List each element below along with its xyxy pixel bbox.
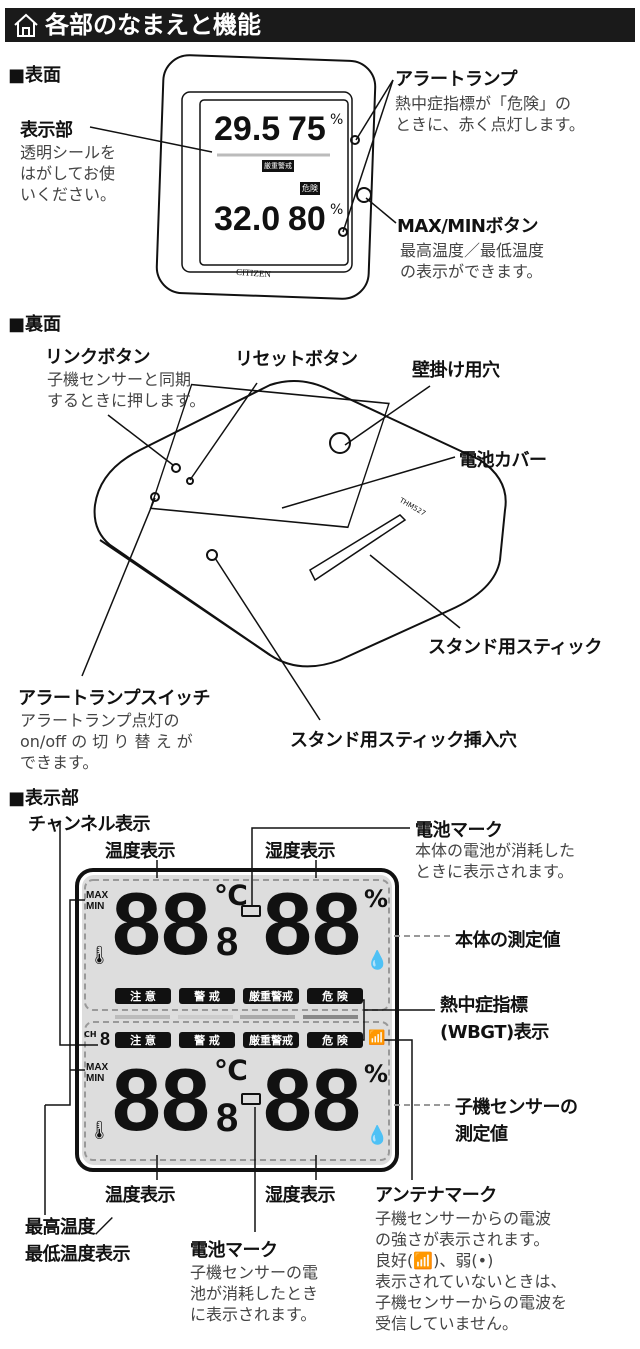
thermometer-icon: 🌡: [88, 945, 111, 966]
lcd-decimal-top: 8: [216, 920, 239, 964]
level-severe: 厳重警戒: [243, 988, 299, 1004]
lcd-decimal-bottom: 8: [216, 1096, 239, 1140]
maxmin-display-label: 最高温度／最低温度表示: [25, 1217, 131, 1265]
level-danger: 危 険: [307, 1032, 363, 1048]
antenna-icon: 📶: [368, 1030, 386, 1046]
main-value-label: 本体の測定値: [455, 930, 561, 951]
wall-hole-label: 壁掛け用穴: [412, 360, 500, 381]
front-pct-2: %: [330, 202, 344, 218]
alert-lamp-desc: 熱中症指標が「危険」のときに、赤く点灯します。: [395, 94, 585, 134]
reset-button-label: リセットボタン: [235, 349, 358, 370]
title-text: 各部のなまえと機能: [45, 11, 261, 39]
channel-label: チャンネル表示: [28, 814, 150, 835]
level-caution: 注 意: [115, 988, 171, 1004]
level-warning: 警 戒: [179, 1032, 235, 1048]
level-severe: 厳重警戒: [243, 1032, 299, 1048]
level-caution: 注 意: [115, 1032, 171, 1048]
wbgt-label: 熱中症指標(WBGT)表示: [440, 995, 549, 1043]
home-icon: [14, 13, 38, 37]
stand-stick-label: スタンド用スティック: [428, 637, 602, 658]
lcd-temp-bottom: 88: [112, 1050, 210, 1149]
battery-cover-label: 電池カバー: [459, 450, 547, 471]
alert-lamp-label: アラートランプ: [395, 69, 517, 90]
maxmin-button-desc: 最高温度／最低温度の表示ができます。: [400, 241, 545, 281]
section-back-heading: ■裏面: [8, 314, 62, 335]
temp-bottom-label: 温度表示: [105, 1185, 176, 1206]
link-button-desc: 子機センサーと同期するときに押します。: [47, 370, 206, 410]
stand-hole-label: スタンド用スティック挿入穴: [290, 730, 517, 751]
lcd-hum-bottom: 88: [263, 1050, 361, 1149]
front-wbgt-badge: 厳重警戒: [262, 160, 294, 172]
front-hum-2: 80: [288, 200, 326, 238]
lcd-celsius-bottom: ℃: [214, 1054, 248, 1087]
antenna-desc: 子機センサーからの電波の強さが表示されます。良好(📶)、弱(•)表示されていない…: [375, 1209, 568, 1333]
sensor-value-label: 子機センサーの測定値: [455, 1097, 578, 1145]
level-warning: 警 戒: [179, 988, 235, 1004]
maxmin-button-label: MAX/MINボタン: [397, 216, 538, 237]
wbgt-levels-sensor: 注 意 警 戒 厳重警戒 危 険: [115, 1032, 363, 1048]
front-pct-1: %: [330, 112, 344, 128]
back-leader-lines: [81, 382, 461, 721]
humidity-drop-icon: 💧: [366, 950, 389, 971]
battery-icon-main: [241, 905, 261, 917]
link-button-label: リンクボタン: [45, 347, 151, 368]
section-display-heading: ■表示部: [8, 788, 80, 809]
alert-switch-label: アラートランプスイッチ: [18, 688, 210, 709]
thermometer-icon: 🌡: [88, 1120, 111, 1141]
lcd-ch-label: CH: [84, 1030, 97, 1039]
display-desc: 透明シールをはがしてお使いください。: [20, 143, 117, 204]
front-temp-2: 32.0: [214, 200, 281, 238]
wbgt-levels-main: 注 意 警 戒 厳重警戒 危 険: [115, 988, 363, 1004]
level-danger: 危 険: [307, 988, 363, 1004]
front-leader-lines: [89, 79, 397, 233]
battery-sensor-label: 電池マーク: [190, 1240, 278, 1261]
temp-top-label: 温度表示: [105, 841, 176, 862]
lcd-panel-illustration: [44, 822, 450, 1232]
front-device-illustration: [155, 54, 377, 300]
battery-main-label: 電池マーク: [415, 820, 503, 841]
battery-sensor-desc: 子機センサーの電池が消耗したときに表示されます。: [190, 1263, 319, 1324]
lcd-pct-top: %: [364, 885, 389, 913]
hum-top-label: 湿度表示: [265, 841, 336, 862]
page-title: 各部のなまえと機能: [5, 8, 635, 42]
lcd-pct-bottom: %: [364, 1060, 389, 1088]
front-hum-1: 75: [288, 110, 326, 148]
humidity-drop-icon: 💧: [366, 1125, 389, 1146]
antenna-label: アンテナマーク: [375, 1185, 497, 1206]
section-front-heading: ■表面: [8, 65, 62, 86]
battery-main-desc: 本体の電池が消耗したときに表示されます。: [415, 841, 576, 881]
lcd-temp-top: 88: [112, 874, 210, 973]
battery-icon-sensor: [241, 1093, 261, 1105]
display-label: 表示部: [20, 120, 73, 141]
lcd-ch-digit: 8: [100, 1029, 111, 1049]
front-danger-badge: 危険: [300, 182, 320, 195]
lcd-hum-top: 88: [263, 874, 361, 973]
back-device-illustration: [93, 380, 507, 668]
front-temp-1: 29.5: [214, 110, 281, 148]
hum-bottom-label: 湿度表示: [265, 1185, 336, 1206]
